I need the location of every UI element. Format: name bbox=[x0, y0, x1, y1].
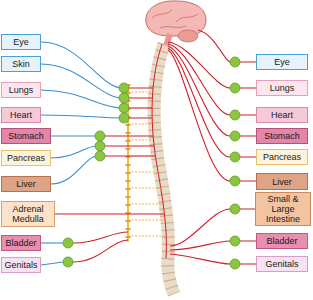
ganglia bbox=[230, 57, 240, 269]
fibre bbox=[51, 146, 97, 158]
ganglion bbox=[95, 151, 105, 161]
cerebellum bbox=[178, 30, 198, 42]
organ-box: Bladder bbox=[256, 233, 308, 249]
organ-box: Pancreas bbox=[1, 150, 51, 166]
fibre bbox=[41, 242, 63, 243]
organ-box: Genitals bbox=[1, 257, 41, 273]
ganglion bbox=[230, 259, 240, 269]
organ-box: Liver bbox=[256, 173, 308, 190]
organ-label: Pancreas bbox=[7, 153, 45, 163]
organ-box: Small & Large Intestine bbox=[255, 192, 311, 226]
ganglion bbox=[230, 57, 240, 67]
organ-box: Lungs bbox=[256, 80, 308, 96]
sympathetic-fibres bbox=[41, 42, 164, 265]
fibre bbox=[102, 136, 155, 156]
organ-label: Eye bbox=[13, 37, 29, 47]
fibre bbox=[127, 88, 153, 118]
organ-label: Liver bbox=[272, 177, 292, 187]
organ-label: Lungs bbox=[9, 85, 34, 95]
ganglion bbox=[230, 236, 240, 246]
organ-box: Liver bbox=[1, 176, 51, 192]
spinal-cord bbox=[152, 44, 166, 258]
organ-label: Eye bbox=[274, 57, 290, 67]
organ-box: Heart bbox=[256, 107, 308, 123]
ganglion bbox=[63, 257, 73, 267]
organ-box: Lungs bbox=[1, 82, 41, 98]
organ-box: Stomach bbox=[256, 128, 308, 144]
organ-label: Skin bbox=[12, 59, 30, 69]
fibre bbox=[240, 62, 256, 264]
ganglia bbox=[63, 83, 129, 267]
organ-label: Pancreas bbox=[263, 152, 301, 162]
ganglion bbox=[63, 238, 73, 248]
organ-label: Heart bbox=[271, 110, 293, 120]
parasympathetic-fibres bbox=[168, 30, 256, 264]
fibre bbox=[51, 135, 97, 136]
brain bbox=[146, 1, 206, 36]
organ-box: Skin bbox=[1, 56, 41, 72]
ganglion bbox=[95, 141, 105, 151]
organ-label: Adrenal Medulla bbox=[2, 204, 54, 224]
ganglion bbox=[95, 131, 105, 141]
organ-label: Bladder bbox=[5, 238, 36, 248]
fibre bbox=[41, 262, 63, 265]
ganglion bbox=[230, 152, 240, 162]
spine bbox=[154, 44, 174, 294]
fibre bbox=[73, 232, 128, 262]
ganglion bbox=[230, 176, 240, 186]
fibre bbox=[170, 254, 230, 264]
fibre bbox=[41, 90, 122, 108]
fibre bbox=[198, 30, 230, 62]
organ-box: Pancreas bbox=[256, 149, 308, 165]
organ-label: Heart bbox=[10, 110, 32, 120]
fibre bbox=[41, 64, 122, 98]
fibre bbox=[51, 156, 97, 184]
organ-label: Genitals bbox=[4, 260, 37, 270]
ganglion bbox=[230, 131, 240, 141]
organ-box: Eye bbox=[1, 34, 41, 50]
organ-label: Bladder bbox=[266, 236, 297, 246]
organ-label: Lungs bbox=[270, 83, 295, 93]
organ-label: Liver bbox=[16, 179, 36, 189]
organ-box: Eye bbox=[256, 54, 308, 70]
ganglion bbox=[119, 93, 129, 103]
ganglion bbox=[119, 103, 129, 113]
ganglion bbox=[230, 204, 240, 214]
ganglion bbox=[230, 110, 240, 120]
organ-label: Stomach bbox=[264, 131, 300, 141]
vertebra-gaps bbox=[154, 44, 174, 294]
fibre bbox=[51, 213, 164, 214]
organ-label: Genitals bbox=[265, 259, 298, 269]
organ-box: Heart bbox=[1, 107, 41, 123]
ganglion bbox=[119, 113, 129, 123]
fibre bbox=[41, 115, 122, 118]
fibre bbox=[168, 50, 230, 181]
ganglion bbox=[230, 83, 240, 93]
fibre bbox=[170, 209, 230, 246]
organ-box: Genitals bbox=[256, 256, 308, 272]
organ-box: Bladder bbox=[1, 235, 41, 251]
fibre bbox=[168, 44, 230, 115]
organ-box: Adrenal Medulla bbox=[1, 201, 55, 227]
brain-fold bbox=[152, 10, 198, 28]
organ-box: Stomach bbox=[1, 128, 51, 144]
organ-label: Small & Large Intestine bbox=[256, 194, 310, 224]
fibre bbox=[170, 241, 230, 250]
ganglion bbox=[119, 83, 129, 93]
organ-label: Stomach bbox=[8, 131, 44, 141]
